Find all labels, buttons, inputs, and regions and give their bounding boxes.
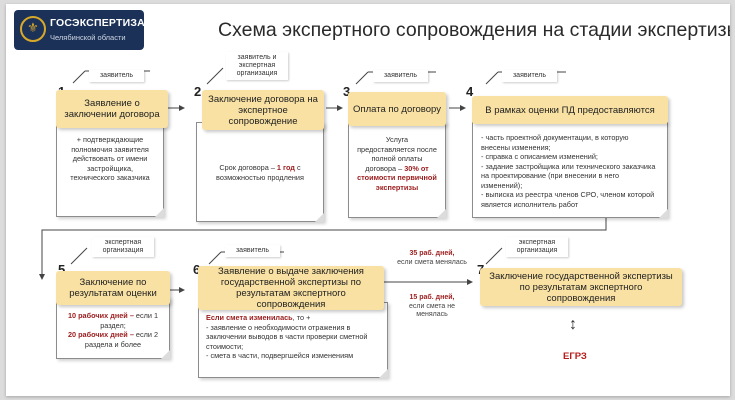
egrz-label: ЕГРЗ — [563, 351, 587, 362]
step-3-note-pre: Услуга предоставляется после полной опла… — [357, 135, 437, 173]
condition-unchanged: 15 раб. дней, если смета не менялась — [396, 294, 468, 320]
exchange-arrows-icon: ↕ — [569, 316, 577, 333]
step-3-number: 3 — [343, 84, 351, 99]
step-5-number: 5 — [58, 262, 66, 277]
page-fold — [161, 350, 170, 359]
step-6-item: - заявление о необходимости отражения в … — [206, 322, 368, 351]
step-4-item: - выписка из реестра членов СРО, членом … — [481, 190, 655, 209]
step-2-note-bold: 1 год — [276, 163, 295, 172]
step-6-item: - смета в части, подвергшейся изменениям — [206, 351, 354, 360]
step-3-note-bold: 30% от стоимости первичной экспертизы — [357, 163, 437, 192]
step-1-title: Заявление о заключении договора — [64, 98, 160, 120]
role-stroke — [206, 67, 224, 85]
step-4-item: - справка с описанием изменений; — [481, 152, 598, 161]
role-stroke — [355, 71, 369, 85]
step-3-box: Оплата по договору — [348, 92, 446, 126]
step-2-note-pre: Срок договора – — [219, 163, 277, 172]
step-5-note-text: если 2 раздела и более — [84, 330, 159, 349]
step-2-note-post: с возможностью продления — [216, 163, 304, 182]
step-2-title: Заключение договора на экспертное сопров… — [208, 93, 318, 127]
step-5-box: Заключение по результатам оценки — [56, 271, 170, 305]
condition-changed: 35 раб. дней, если смета менялась — [396, 250, 468, 267]
step-2-number: 2 — [194, 84, 202, 99]
step-2-note: Срок договора – 1 год с возможностью про… — [196, 122, 324, 222]
step-7-title: Заключение государственной экспертизы по… — [489, 270, 673, 304]
step-6-number: 6 — [193, 262, 201, 277]
step-1-box: Заявление о заключении договора — [56, 90, 168, 128]
step-6-note-after: , то + — [292, 313, 311, 322]
step-2-role: заявитель и экспертная организация — [226, 52, 288, 80]
step-6-note: Если смета изменилась, то + - заявление … — [198, 302, 388, 378]
step-5-role: экспертная организация — [92, 237, 154, 257]
role-stroke — [72, 70, 86, 84]
step-3-note: Услуга предоставляется после полной опла… — [348, 122, 446, 218]
step-4-note: - часть проектной документации, в котору… — [472, 122, 668, 218]
page-title: Схема экспертного сопровождения на стади… — [218, 19, 730, 41]
role-stroke — [208, 251, 222, 265]
step-6-title: Заявление о выдаче заключения государств… — [218, 266, 364, 310]
step-1-note: + подтверждающие полномочия заявителя де… — [56, 122, 164, 217]
logo: ⚜ ГОСЭКСПЕРТИЗА Челябинской области — [14, 10, 145, 50]
logo-title: ГОСЭКСПЕРТИЗА — [50, 17, 145, 29]
step-5-note-text: если 1 раздел; — [100, 311, 159, 330]
step-1-role: заявитель — [89, 70, 144, 82]
role-stroke — [70, 247, 88, 265]
step-7-box: Заключение государственной экспертизы по… — [480, 268, 682, 306]
step-3-role: заявитель — [373, 70, 428, 82]
step-6-role: заявитель — [225, 245, 280, 257]
page-fold — [437, 209, 446, 218]
condition-text: если смета менялась — [397, 258, 467, 266]
logo-subtitle: Челябинской области — [50, 33, 126, 42]
step-4-box: В рамках оценки ПД предоставляются — [472, 96, 668, 124]
page-fold — [379, 369, 388, 378]
step-4-item: - задание застройщика или технического з… — [481, 161, 656, 190]
step-4-role: заявитель — [502, 70, 557, 82]
step-4-item: - часть проектной документации, в котору… — [481, 133, 629, 152]
step-5-title: Заключение по результатам оценки — [69, 277, 157, 299]
step-5-note: 10 рабочих дней – если 1 раздел; 20 рабо… — [56, 297, 170, 359]
step-6-note-bold: Если смета изменилась — [206, 313, 293, 322]
step-2-box: Заключение договора на экспертное сопров… — [202, 90, 324, 130]
page-fold — [659, 209, 668, 218]
page-fold — [155, 208, 164, 217]
step-6-box: Заявление о выдаче заключения государств… — [198, 266, 384, 310]
emblem-icon: ⚜ — [20, 16, 46, 42]
step-3-title: Оплата по договору — [353, 103, 441, 115]
role-stroke — [485, 247, 503, 265]
page-fold — [315, 213, 324, 222]
step-4-title: В рамках оценки ПД предоставляются — [485, 104, 655, 116]
condition-text: если смета не менялась — [408, 302, 456, 319]
condition-days: 35 раб. дней, — [409, 250, 455, 257]
step-5-note-bold: 20 рабочих дней – — [67, 330, 134, 339]
step-4-number: 4 — [466, 84, 474, 99]
condition-days: 15 раб. дней, — [409, 294, 455, 301]
slide: ⚜ ГОСЭКСПЕРТИЗА Челябинской области Схем… — [6, 4, 730, 396]
role-stroke — [485, 71, 499, 85]
step-7-role: экспертная организация — [506, 237, 568, 257]
step-5-note-bold: 10 рабочих дней – — [67, 311, 134, 320]
step-1-note-text: + подтверждающие полномочия заявителя де… — [70, 135, 150, 182]
